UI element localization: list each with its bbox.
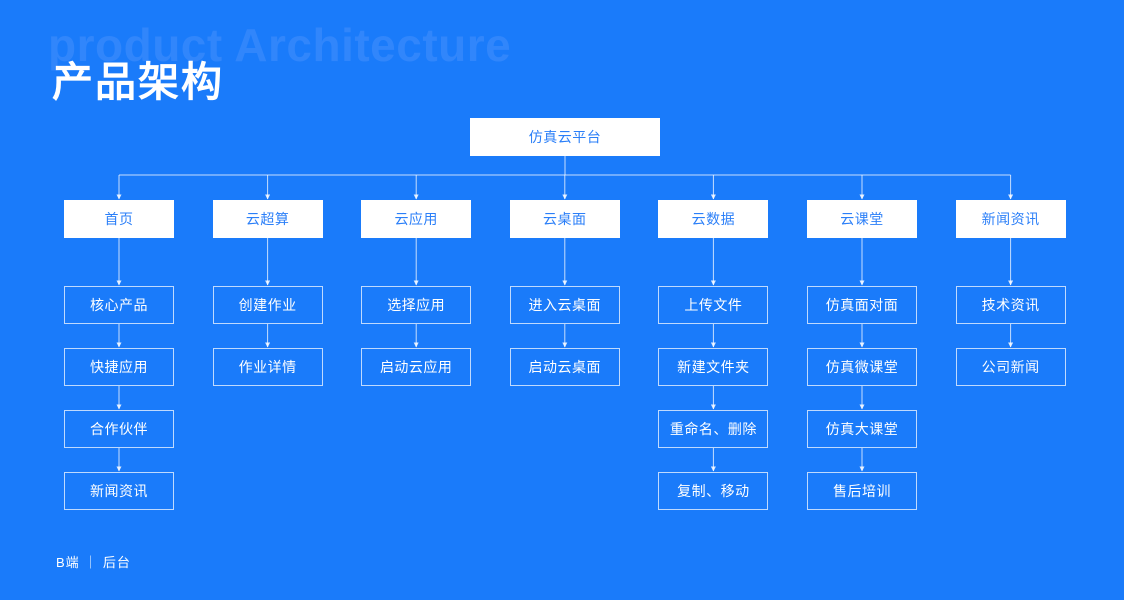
footer-label: B端 ｜ 后台 [56,555,131,570]
node-head-1[interactable]: 首页 [64,200,174,238]
node-item-2-2[interactable]: 作业详情 [212,348,323,386]
node-item-1-3[interactable]: 合作伙伴 [64,410,174,448]
node-root[interactable]: 仿真云平台 [470,118,660,156]
node-item-1-1[interactable]: 核心产品 [64,286,174,324]
node-item-4-2[interactable]: 启动云桌面 [509,348,620,386]
node-head-3[interactable]: 云应用 [361,200,472,238]
node-head-6[interactable]: 云课堂 [807,200,917,238]
node-head-2[interactable]: 云超算 [212,200,323,238]
node-head-4[interactable]: 云桌面 [509,200,620,238]
node-item-5-2[interactable]: 新建文件夹 [658,348,769,386]
node-item-3-1[interactable]: 选择应用 [361,286,472,324]
node-item-5-3[interactable]: 重命名、删除 [658,410,769,448]
node-item-5-4[interactable]: 复制、移动 [658,472,769,510]
node-item-3-2[interactable]: 启动云应用 [361,348,472,386]
node-head-7[interactable]: 新闻资讯 [955,200,1066,238]
node-item-7-1[interactable]: 技术资讯 [955,286,1066,324]
node-item-6-3[interactable]: 仿真大课堂 [807,410,917,448]
page-title: 产品架构 [52,59,224,105]
node-item-1-2[interactable]: 快捷应用 [64,348,174,386]
node-item-2-1[interactable]: 创建作业 [212,286,323,324]
node-item-5-1[interactable]: 上传文件 [658,286,769,324]
node-item-6-2[interactable]: 仿真微课堂 [807,348,917,386]
node-item-4-1[interactable]: 进入云桌面 [509,286,620,324]
node-item-1-4[interactable]: 新闻资讯 [64,472,174,510]
node-item-6-1[interactable]: 仿真面对面 [807,286,917,324]
node-head-5[interactable]: 云数据 [658,200,769,238]
node-item-7-2[interactable]: 公司新闻 [955,348,1066,386]
watermark-text: product Architecture [48,19,512,71]
node-item-6-4[interactable]: 售后培训 [807,472,917,510]
